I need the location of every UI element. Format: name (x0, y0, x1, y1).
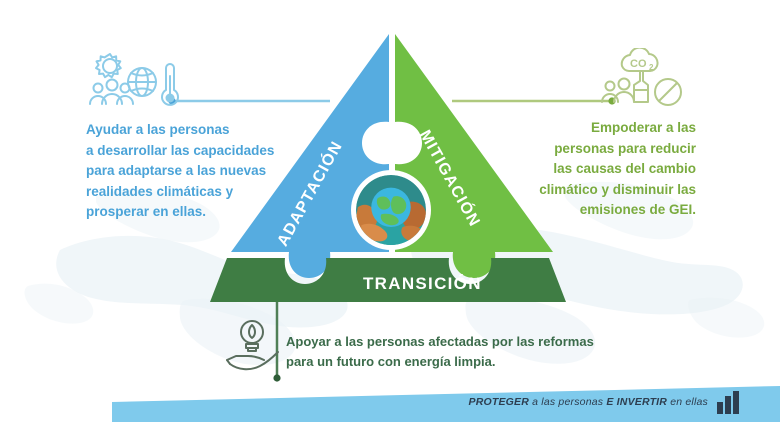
callout-left-line-1: Ayudar a las personas (86, 122, 230, 137)
clean-energy-support-icon (224, 318, 282, 381)
callout-left-line-5: prosperar en ellas. (86, 204, 207, 220)
prohibition-sign-icon (654, 78, 682, 106)
bar-chart-icon (717, 391, 739, 414)
callout-left-line-3: para adaptarse a las nuevas (86, 163, 267, 179)
callout-left-line-2: a desarrollar las capacidades (86, 142, 275, 158)
callout-adaptation-text: Ayudar a las personas a desarrollar las … (86, 120, 301, 223)
people-group-icon (601, 77, 635, 103)
lightbulb-leaf-icon (240, 320, 264, 352)
svg-text:CO: CO (630, 58, 647, 70)
globe-icon (127, 67, 157, 97)
climate-adaptation-icon (88, 52, 180, 115)
callout-right-line-4: climático y disminuir las (539, 181, 696, 197)
center-globe-photo (352, 171, 430, 249)
callout-right-line-5: emisiones de GEI. (579, 202, 696, 218)
co2-emissions-reduction-icon: CO 2 (596, 46, 688, 115)
triangle-label-transicion: TRANSICIÓN (363, 274, 482, 293)
callout-bottom-line-2: para un futuro con energía limpia. (286, 353, 496, 369)
open-hand-icon (226, 351, 279, 371)
people-group-icon (89, 78, 134, 105)
callout-right-line-1: Empoderar a las (590, 120, 696, 135)
co2-cloud-icon: CO 2 (620, 46, 659, 72)
footer-banner (112, 386, 780, 422)
callout-right-line-3: las causas del cambio (553, 161, 696, 177)
callout-bottom-line-1: Apoyar a las personas afectadas por las … (286, 334, 594, 349)
footer-tagline-part-1: PROTEGER (468, 396, 530, 408)
sun-gear-icon (95, 53, 122, 79)
factory-smokestack-icon (633, 71, 649, 103)
svg-text:2: 2 (649, 63, 654, 72)
callout-transition-text: Apoyar a las personas afectadas por las … (286, 332, 636, 371)
footer-tagline-part-2: a las personas (529, 396, 607, 408)
callout-mitigation-text: Empoderar a las personas para reducir la… (508, 118, 696, 221)
callout-right-line-2: personas para reducir (554, 140, 696, 156)
footer-tagline: PROTEGER a las personas E INVERTIR en el… (468, 396, 708, 408)
footer-tagline-part-3: E INVERTIR (606, 396, 668, 408)
thermometer-icon (161, 63, 179, 106)
footer-tagline-part-4: en ellas (667, 396, 708, 408)
callout-left-line-4: realidades climáticas y (86, 183, 234, 199)
